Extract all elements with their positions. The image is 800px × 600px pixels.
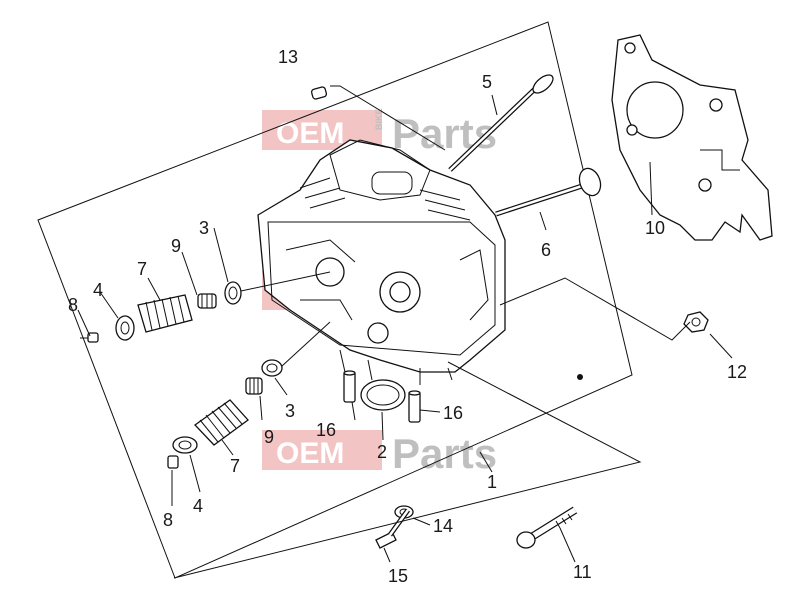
callout-4-lower: 4 bbox=[193, 496, 203, 516]
dowel-top-part bbox=[310, 86, 328, 100]
head-gasket-part bbox=[611, 34, 773, 241]
callout-16-right: 16 bbox=[443, 403, 463, 423]
cylinder-head-marker bbox=[577, 374, 583, 380]
callout-3-upper: 3 bbox=[199, 218, 209, 238]
valve-spring-group-lower bbox=[167, 321, 331, 469]
valve-spring-group-upper bbox=[80, 271, 331, 343]
valve-lower-part bbox=[495, 167, 602, 217]
valve-spring-lower-part bbox=[194, 399, 249, 446]
callout-5: 5 bbox=[482, 72, 492, 92]
callout-7-lower: 7 bbox=[230, 456, 240, 476]
callout-3-lower: 3 bbox=[285, 401, 295, 421]
callout-7-upper: 7 bbox=[137, 259, 147, 279]
spring-retainer-lower-part bbox=[172, 436, 198, 454]
valve-spring-upper-part bbox=[137, 294, 193, 333]
valve-cotter-upper-part bbox=[80, 332, 99, 343]
valve-upper-part bbox=[448, 74, 554, 172]
spring-seat-lower-part bbox=[261, 359, 283, 377]
leader-lines bbox=[77, 85, 733, 579]
dowel-pin-right-part bbox=[408, 390, 421, 423]
watermark-bottom: OEM Parts bbox=[262, 430, 497, 477]
callout-4-upper: 4 bbox=[93, 280, 103, 300]
o-ring-part bbox=[360, 379, 406, 411]
valve-seal-upper-part bbox=[197, 293, 217, 309]
callout-8-lower: 8 bbox=[163, 510, 173, 530]
callout-15: 15 bbox=[388, 566, 408, 586]
dowel-pin-left-part bbox=[343, 370, 356, 403]
watermark-brand-small: BIKE bbox=[374, 108, 384, 130]
callout-14: 14 bbox=[433, 516, 453, 536]
callout-9-upper: 9 bbox=[171, 236, 181, 256]
callout-12: 12 bbox=[727, 362, 747, 382]
long-bolt-part bbox=[516, 506, 578, 549]
small-bolt-part bbox=[375, 508, 411, 549]
callout-11: 11 bbox=[573, 562, 592, 582]
callout-10: 10 bbox=[645, 218, 665, 238]
nut-part bbox=[683, 311, 709, 333]
callout-16-left: 16 bbox=[316, 420, 336, 440]
cylinder-head-part bbox=[257, 139, 583, 385]
watermark-top: OEM Parts BIKE bbox=[262, 108, 497, 157]
watermark-brand-right: Parts bbox=[392, 430, 497, 477]
spring-retainer-upper-part bbox=[115, 315, 135, 341]
callout-1: 1 bbox=[487, 472, 497, 492]
valve-seal-lower-part bbox=[245, 377, 263, 395]
callout-6: 6 bbox=[541, 240, 551, 260]
callout-9-lower: 9 bbox=[264, 427, 274, 447]
callout-13: 13 bbox=[278, 47, 298, 67]
watermark-brand-left: OEM bbox=[276, 117, 344, 150]
callout-2: 2 bbox=[377, 442, 387, 462]
watermark-brand-left: OEM bbox=[276, 437, 344, 470]
callout-8-upper: 8 bbox=[68, 295, 78, 315]
callout-labels: 13 5 10 6 3 9 7 4 8 12 3 9 7 4 8 16 16 2… bbox=[68, 47, 747, 586]
valve-cotter-lower-part bbox=[167, 455, 179, 469]
assembly-boundary bbox=[37, 21, 633, 579]
spring-seat-upper-part bbox=[224, 281, 242, 305]
